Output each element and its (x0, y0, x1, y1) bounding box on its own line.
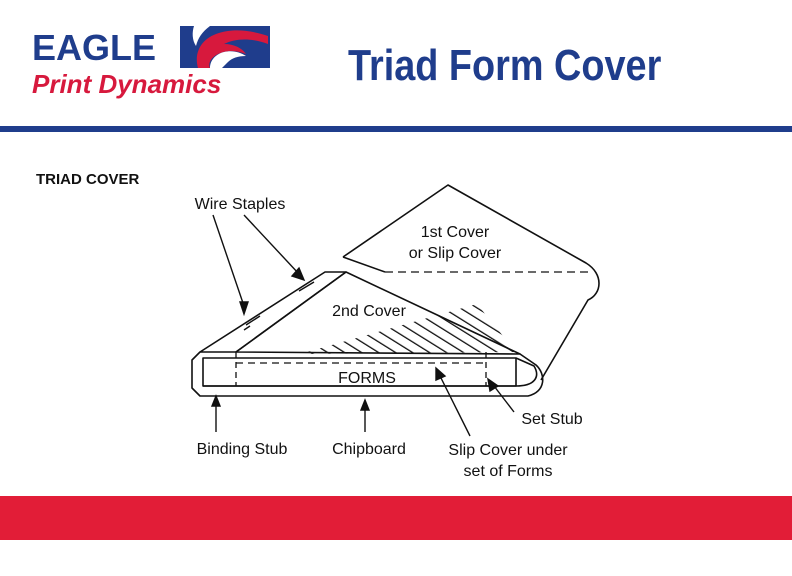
binding-stub (191, 351, 544, 397)
logo-wordmark-eagle: EAGLE (32, 27, 157, 68)
label-first-cover: 1st Cover (421, 224, 490, 241)
label-second-cover: 2nd Cover (332, 303, 406, 320)
section-label: TRIAD COVER (36, 171, 140, 188)
page-title: Triad Form Cover (348, 41, 662, 90)
first-cover-fold-line (342, 256, 386, 273)
slip-cover-hatching (300, 304, 516, 354)
label-slip-cover-under: Slip Cover under (448, 442, 568, 459)
label-forms: FORMS (338, 370, 396, 387)
leader-lines (210, 214, 515, 437)
logo-wordmark-print-dynamics: Print Dynamics (32, 69, 222, 99)
diagram-shapes (191, 184, 600, 397)
label-slip-cover: or Slip Cover (409, 245, 502, 262)
label-set-of-forms: set of Forms (464, 463, 553, 480)
footer-band (0, 496, 792, 540)
company-logo: EAGLE Print Dynamics (30, 24, 275, 104)
label-chipboard: Chipboard (332, 441, 406, 458)
top-cover-slab (199, 271, 347, 353)
label-binding-stub: Binding Stub (197, 441, 288, 458)
label-set-stub: Set Stub (521, 411, 582, 428)
eagle-head-icon (180, 26, 270, 68)
wire-staples (243, 281, 315, 331)
first-cover-flap (342, 184, 600, 381)
set-stub (515, 357, 538, 387)
header-divider (0, 126, 792, 132)
label-wire-staples: Wire Staples (195, 196, 286, 213)
